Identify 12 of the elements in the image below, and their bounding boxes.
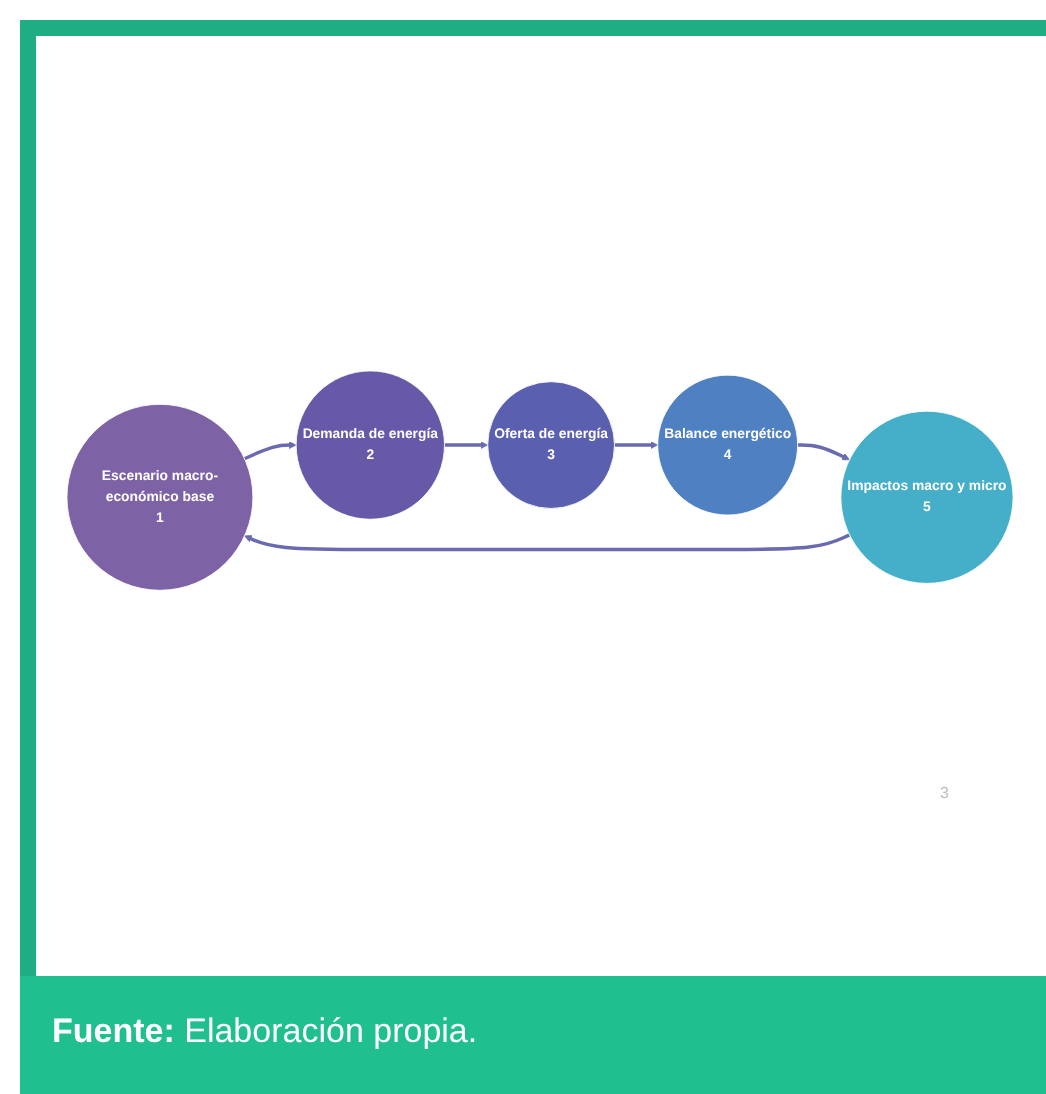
node-circle [295, 369, 445, 520]
arrow [243, 440, 297, 460]
arrow [797, 442, 850, 460]
caption: Fuente: Elaboración propia. [52, 1012, 478, 1052]
arrow [244, 532, 851, 551]
page-number: 3 [940, 784, 949, 802]
arrow [614, 440, 659, 449]
arrow [444, 440, 489, 449]
node-circle [840, 410, 1014, 584]
node-circle [657, 374, 799, 515]
node-circle [487, 380, 615, 509]
node-circle [66, 403, 254, 591]
